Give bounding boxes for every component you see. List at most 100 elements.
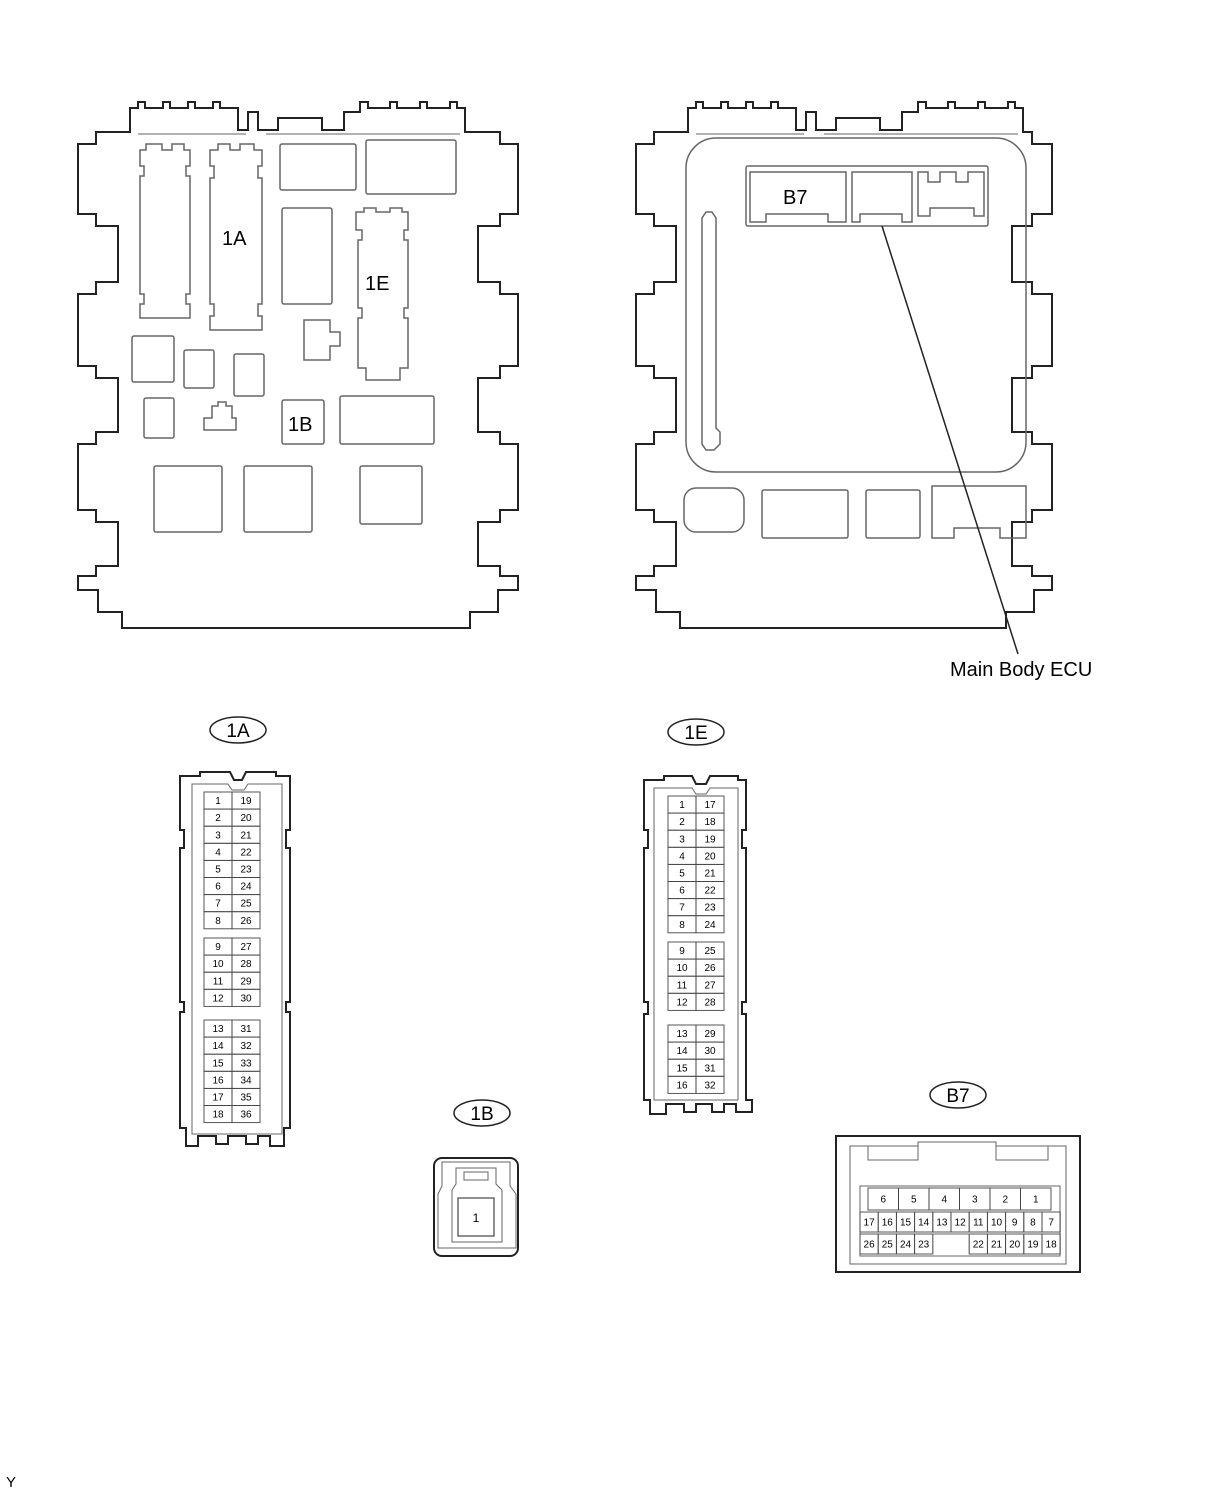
connector-1e-pin-23: 23: [704, 903, 716, 914]
connector-b7-pin-8: 8: [1030, 1218, 1036, 1229]
connector-1a-tag: [209, 716, 267, 744]
connector-1a-pin-21: 21: [240, 830, 252, 841]
connector-b7-pin-5: 5: [911, 1195, 917, 1206]
connector-b7-tag-label: B7: [946, 1086, 969, 1107]
block-label-1b: 1B: [288, 414, 312, 436]
connector-1b-pin-label: 1: [473, 1211, 480, 1225]
connector-1e-pin-22: 22: [704, 886, 716, 897]
connector-b7-pin-11: 11: [973, 1218, 984, 1229]
connector-1e-pin-21: 21: [704, 868, 716, 879]
connector-b7-housing: [835, 1135, 1081, 1273]
connector-1e-tag-label: 1E: [684, 723, 707, 744]
connector-1e-pin-3: 3: [679, 834, 685, 845]
connector-1e-pin-8: 8: [679, 920, 685, 931]
connector-1e-pin-28: 28: [704, 997, 716, 1008]
connector-1a-tag-label: 1A: [226, 721, 250, 742]
connector-1e-pin-31: 31: [704, 1063, 716, 1074]
connector-b7-pin-19: 19: [1027, 1240, 1039, 1251]
connector-1a-pin-23: 23: [240, 864, 252, 875]
connector-1e-pin-14: 14: [676, 1046, 688, 1057]
connector-1a-pin-25: 25: [240, 899, 252, 910]
connector-1e-pin-30: 30: [704, 1046, 716, 1057]
connector-1e-pin-32-cell: [695, 1075, 725, 1094]
connector-b7-pin-14: 14: [918, 1218, 930, 1229]
connector-1e-pin-28-cell: [695, 992, 725, 1011]
connector-1a-pin-14: 14: [212, 1041, 224, 1052]
connector-1a-pin-33: 33: [240, 1058, 252, 1069]
connector-1a-pin-27: 27: [240, 942, 252, 953]
left-block-components: [131, 139, 457, 533]
connector-b7-pin-3: 3: [972, 1195, 978, 1206]
connector-1a-pin-16: 16: [212, 1075, 224, 1086]
connector-b7-pin-7-cell: [1041, 1211, 1061, 1233]
connector-b7-pin-17: 17: [864, 1218, 876, 1229]
connector-b7-keyway: [932, 1233, 970, 1254]
connector-b7-pin-1: 1: [1033, 1195, 1039, 1206]
connector-1a-pin-12: 12: [212, 993, 224, 1004]
connector-1e-pin-16: 16: [676, 1080, 688, 1091]
connector-b7-tag: [929, 1081, 987, 1109]
connector-1e-pin-9: 9: [679, 946, 685, 957]
connector-b7-pin-15: 15: [900, 1218, 912, 1229]
block-label-1a: 1A: [222, 228, 247, 250]
connector-1a-pin-17: 17: [212, 1092, 224, 1103]
block-label-1e: 1E: [365, 273, 389, 295]
connector-1a-pin-26: 26: [240, 916, 252, 927]
connector-1e-pin-24-cell: [695, 915, 725, 934]
connector-1a-pin-36: 36: [240, 1110, 252, 1121]
connector-b7-pin-7: 7: [1048, 1218, 1054, 1229]
connector-1a-pin-29: 29: [240, 976, 252, 987]
connector-1a-pin-31: 31: [240, 1024, 252, 1035]
connector-1e-pin-6: 6: [679, 886, 685, 897]
connector-1e-pin-18: 18: [704, 817, 716, 828]
connector-1a-pin-36-cell: [231, 1105, 261, 1124]
connector-b7-pin-4: 4: [941, 1195, 947, 1206]
junction-block-left: [77, 101, 519, 629]
callout-leader-line: [881, 225, 1019, 655]
connector-1e-pin-10: 10: [676, 963, 688, 974]
connector-1a-pin-26-cell: [231, 911, 261, 930]
connector-1e-pin-11: 11: [677, 980, 688, 991]
connector-1a-pin-9: 9: [215, 942, 221, 953]
connector-b7-pin-9: 9: [1012, 1218, 1018, 1229]
connector-1b-pin-1: [457, 1197, 495, 1237]
connector-b7-pin-6: 6: [880, 1195, 886, 1206]
connector-1a-housing: [179, 771, 291, 1147]
connector-1a-pin-1: 1: [215, 796, 221, 807]
junction-block-right: [635, 101, 1053, 629]
connector-1a-pin-30-cell: [231, 988, 261, 1007]
main-body-ecu-outline: [685, 137, 1027, 473]
connector-1e-pin-29: 29: [704, 1029, 716, 1040]
connector-b7-pin-22: 22: [973, 1240, 985, 1251]
connector-1e-pin-5: 5: [679, 868, 685, 879]
connector-b7-pin-26: 26: [864, 1240, 876, 1251]
connector-b7-pin-25: 25: [882, 1240, 894, 1251]
connector-1e-pin-24: 24: [704, 920, 716, 931]
ecu-components: [683, 137, 1027, 539]
connector-1e-pin-13: 13: [676, 1029, 688, 1040]
block-label-b7: B7: [783, 187, 807, 209]
connector-1a-pin-7: 7: [215, 899, 221, 910]
connector-1a-pin-6: 6: [215, 882, 221, 893]
connector-1a-pin-34: 34: [240, 1075, 252, 1086]
connector-1e-pin-15: 15: [676, 1063, 688, 1074]
connector-1a-pin-11: 11: [213, 976, 224, 987]
connector-1a-pin-10: 10: [212, 959, 224, 970]
connector-1a-pin-30: 30: [240, 993, 252, 1004]
connector-1e-pin-2: 2: [679, 817, 685, 828]
connector-1e-pin-1: 1: [679, 800, 685, 811]
connector-1e-tag: [667, 718, 725, 746]
connector-1e-pin-27: 27: [704, 980, 716, 991]
connector-1a-pin-15: 15: [212, 1058, 224, 1069]
connector-1a-pin-13: 13: [212, 1024, 224, 1035]
connector-1e-housing: [643, 775, 753, 1115]
connector-b7-pin-16: 16: [882, 1218, 894, 1229]
connector-1e-pin-7: 7: [679, 903, 685, 914]
connector-b7-pin-12: 12: [955, 1218, 967, 1229]
connector-b7-pin-18-cell: [1041, 1233, 1061, 1255]
connector-1a-pin-28: 28: [240, 959, 252, 970]
connector-1a-pin-20: 20: [240, 813, 252, 824]
